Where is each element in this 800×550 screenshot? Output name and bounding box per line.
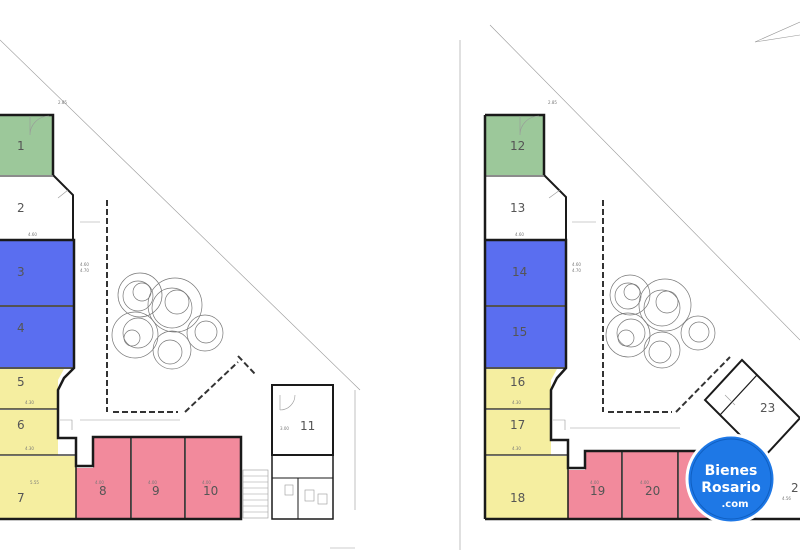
room-number-20: 20 xyxy=(645,484,660,498)
dimension-label: 2.85 xyxy=(58,100,67,105)
room-number-11: 11 xyxy=(300,419,315,433)
room-15-fill xyxy=(485,307,565,367)
room-16-fill xyxy=(485,369,557,409)
dimension-label: 4.60 xyxy=(80,262,89,267)
room-number-7: 7 xyxy=(17,491,25,505)
room-number-12: 12 xyxy=(510,139,525,153)
stair-block xyxy=(242,469,269,519)
left-floor-plan: 2.85 4.60 4.60 4.70 4.30 4.30 5.55 4.00 … xyxy=(0,100,334,521)
courtyard-trees-right xyxy=(605,274,716,369)
room-number-8: 8 xyxy=(99,484,107,498)
room-14-fill xyxy=(485,241,565,305)
room-9-fill xyxy=(132,438,185,518)
logo-line-3: .com xyxy=(721,499,748,510)
room-number-10: 10 xyxy=(203,484,218,498)
dimension-label: 2.85 xyxy=(548,100,557,105)
dimension-label: 4.30 xyxy=(512,446,521,451)
dimension-label: 4.30 xyxy=(25,446,34,451)
room-number-13: 13 xyxy=(510,201,525,215)
bienes-rosario-logo[interactable]: Bienes Rosario .com xyxy=(685,433,777,525)
room-20-fill xyxy=(623,452,678,518)
room-number-19: 19 xyxy=(590,484,605,498)
dimension-label: 4.00 xyxy=(148,480,157,485)
dimension-label: 4.60 xyxy=(28,232,37,237)
room-1-fill xyxy=(0,116,52,175)
dimension-label: 4.56 xyxy=(782,496,791,501)
room-number-3: 3 xyxy=(17,265,25,279)
logo-line-2: Rosario xyxy=(701,480,761,496)
room-8-fill xyxy=(76,438,131,518)
dimension-label: 4.60 xyxy=(572,262,581,267)
room-6-fill xyxy=(0,410,58,455)
room-number-2x: 2 xyxy=(791,481,799,495)
room-number-1: 1 xyxy=(17,139,25,153)
room-number-23: 23 xyxy=(760,401,775,415)
room-5-fill xyxy=(0,369,64,409)
room-number-9: 9 xyxy=(152,484,160,498)
room-number-4: 4 xyxy=(17,321,25,335)
room-4-fill xyxy=(0,307,73,367)
logo-badge-circle xyxy=(685,433,777,525)
dimension-label: 4.00 xyxy=(95,480,104,485)
room-12-fill xyxy=(485,116,543,175)
room-3-fill xyxy=(0,241,73,305)
room-17-fill xyxy=(485,410,551,455)
dimension-label: 4.30 xyxy=(25,400,34,405)
room-18-fill xyxy=(485,456,568,518)
dimension-label: 4.60 xyxy=(515,232,524,237)
dimension-label: 5.55 xyxy=(30,480,39,485)
room-number-18: 18 xyxy=(510,491,525,505)
room-number-14: 14 xyxy=(512,265,527,279)
dimension-label: 4.00 xyxy=(590,480,599,485)
room-19-fill xyxy=(568,452,622,518)
dimension-label: 4.00 xyxy=(202,480,211,485)
room-number-15: 15 xyxy=(512,325,527,339)
dimension-label: 4.30 xyxy=(512,400,521,405)
logo-badge-ring xyxy=(690,438,772,520)
room-number-2: 2 xyxy=(17,201,25,215)
site-boundary-lines xyxy=(0,21,800,550)
room-number-17: 17 xyxy=(510,418,525,432)
dimension-label: 3.00 xyxy=(280,426,289,431)
courtyard-trees-left xyxy=(111,272,224,370)
dimension-label: 4.00 xyxy=(640,480,649,485)
dimension-label: 4.70 xyxy=(80,268,89,273)
room-number-5: 5 xyxy=(17,375,25,389)
room-number-6: 6 xyxy=(17,418,25,432)
room-number-16: 16 xyxy=(510,375,525,389)
room-10-fill xyxy=(186,438,240,518)
dimension-label: 4.70 xyxy=(572,268,581,273)
logo-line-1: Bienes xyxy=(705,463,758,479)
room-7-fill xyxy=(0,456,76,518)
